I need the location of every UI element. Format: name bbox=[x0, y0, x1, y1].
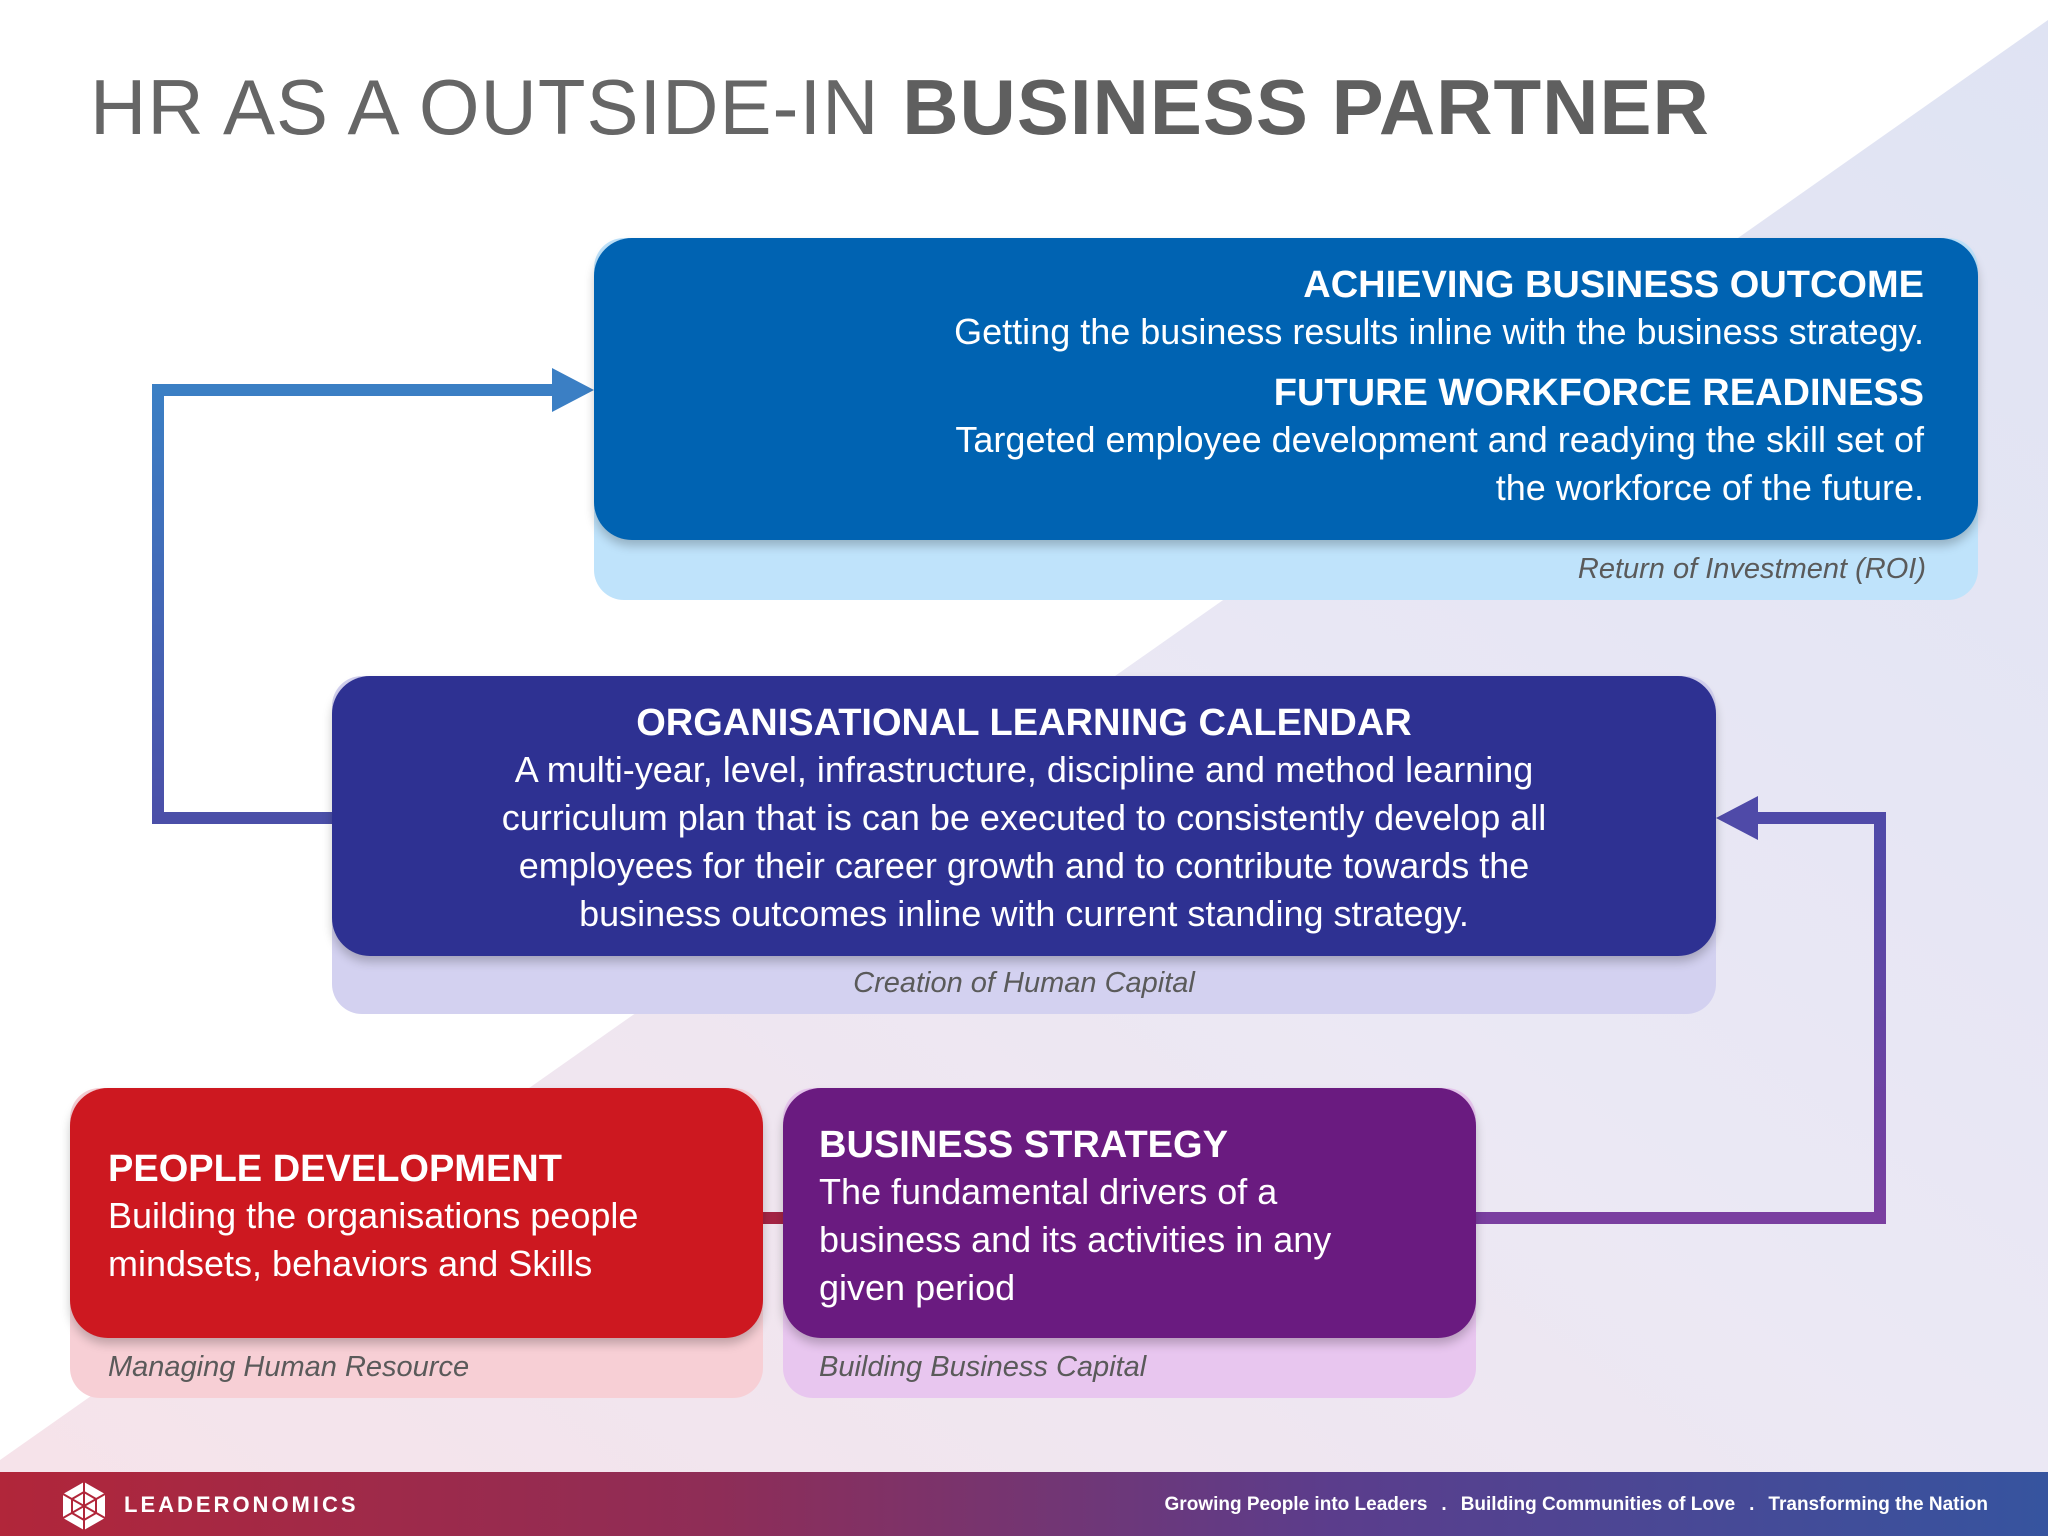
business-strategy-panel: BUSINESS STRATEGY The fundamental driver… bbox=[783, 1088, 1476, 1338]
outcome-card: Return of Investment (ROI) ACHIEVING BUS… bbox=[594, 238, 1978, 600]
tagline-3: Transforming the Nation bbox=[1768, 1494, 1988, 1515]
readiness-text-line2: the workforce of the future. bbox=[1495, 467, 1924, 508]
people-development-heading: PEOPLE DEVELOPMENT bbox=[108, 1148, 562, 1190]
arrow-left-head bbox=[552, 368, 594, 412]
people-development-card: Managing Human Resource PEOPLE DEVELOPME… bbox=[70, 1088, 763, 1398]
business-strategy-caption: Building Business Capital bbox=[819, 1351, 1147, 1383]
outcome-caption: Return of Investment (ROI) bbox=[1577, 553, 1926, 585]
people-development-panel: PEOPLE DEVELOPMENT Building the organisa… bbox=[70, 1088, 763, 1338]
outcome-card-panel: ACHIEVING BUSINESS OUTCOME Getting the b… bbox=[594, 238, 1978, 540]
arrow-right-path bbox=[1470, 812, 1886, 1224]
people-development-caption: Managing Human Resource bbox=[108, 1351, 470, 1383]
learning-calendar-panel: ORGANISATIONAL LEARNING CALENDAR A multi… bbox=[332, 676, 1716, 956]
people-development-line1: Building the organisations people bbox=[108, 1195, 639, 1236]
learning-calendar-line4: business outcomes inline with current st… bbox=[579, 893, 1469, 934]
tagline-separator: . bbox=[1749, 1494, 1755, 1515]
people-development-line2: mindsets, behaviors and Skills bbox=[108, 1243, 593, 1284]
business-strategy-line3: given period bbox=[819, 1267, 1016, 1308]
tagline-2: Building Communities of Love bbox=[1460, 1494, 1736, 1515]
readiness-heading: FUTURE WORKFORCE READINESS bbox=[1273, 372, 1924, 414]
learning-calendar-heading: ORGANISATIONAL LEARNING CALENDAR bbox=[636, 702, 1412, 744]
arrow-right-head bbox=[1716, 796, 1758, 840]
business-strategy-line1: The fundamental drivers of a bbox=[819, 1171, 1278, 1212]
tagline-1: Growing People into Leaders bbox=[1164, 1494, 1428, 1515]
title-light: HR AS A OUTSIDE-IN bbox=[90, 63, 903, 151]
arrow-left-path bbox=[152, 384, 560, 824]
business-strategy-heading: BUSINESS STRATEGY bbox=[819, 1124, 1228, 1166]
learning-calendar-line2: curriculum plan that is can be executed … bbox=[501, 797, 1547, 838]
title-bold: BUSINESS PARTNER bbox=[902, 63, 1710, 151]
connector-bar bbox=[760, 1212, 786, 1224]
page-title: HR AS A OUTSIDE-IN BUSINESS PARTNER bbox=[90, 62, 1710, 153]
learning-calendar-card: Creation of Human Capital ORGANISATIONAL… bbox=[332, 676, 1716, 1014]
business-strategy-card: Building Business Capital BUSINESS STRAT… bbox=[783, 1088, 1476, 1398]
tagline-separator: . bbox=[1441, 1494, 1447, 1515]
footer-tagline: Growing People into Leaders. Building Com… bbox=[1165, 1494, 1988, 1516]
readiness-text-line1: Targeted employee development and readyi… bbox=[955, 419, 1924, 460]
learning-calendar-caption: Creation of Human Capital bbox=[853, 967, 1195, 999]
outcome-text: Getting the business results inline with… bbox=[954, 311, 1924, 352]
leaderonomics-globe-icon bbox=[62, 1482, 106, 1530]
learning-calendar-line3: employees for their career growth and to… bbox=[518, 845, 1530, 886]
business-strategy-line2: business and its activities in any bbox=[819, 1219, 1332, 1260]
brand-name: LEADERONOMICS bbox=[124, 1492, 359, 1517]
footer-bar: LEADERONOMICS Growing People into Leader… bbox=[0, 1472, 2048, 1536]
learning-calendar-line1: A multi-year, level, infrastructure, dis… bbox=[514, 749, 1534, 790]
outcome-heading: ACHIEVING BUSINESS OUTCOME bbox=[1303, 264, 1924, 306]
